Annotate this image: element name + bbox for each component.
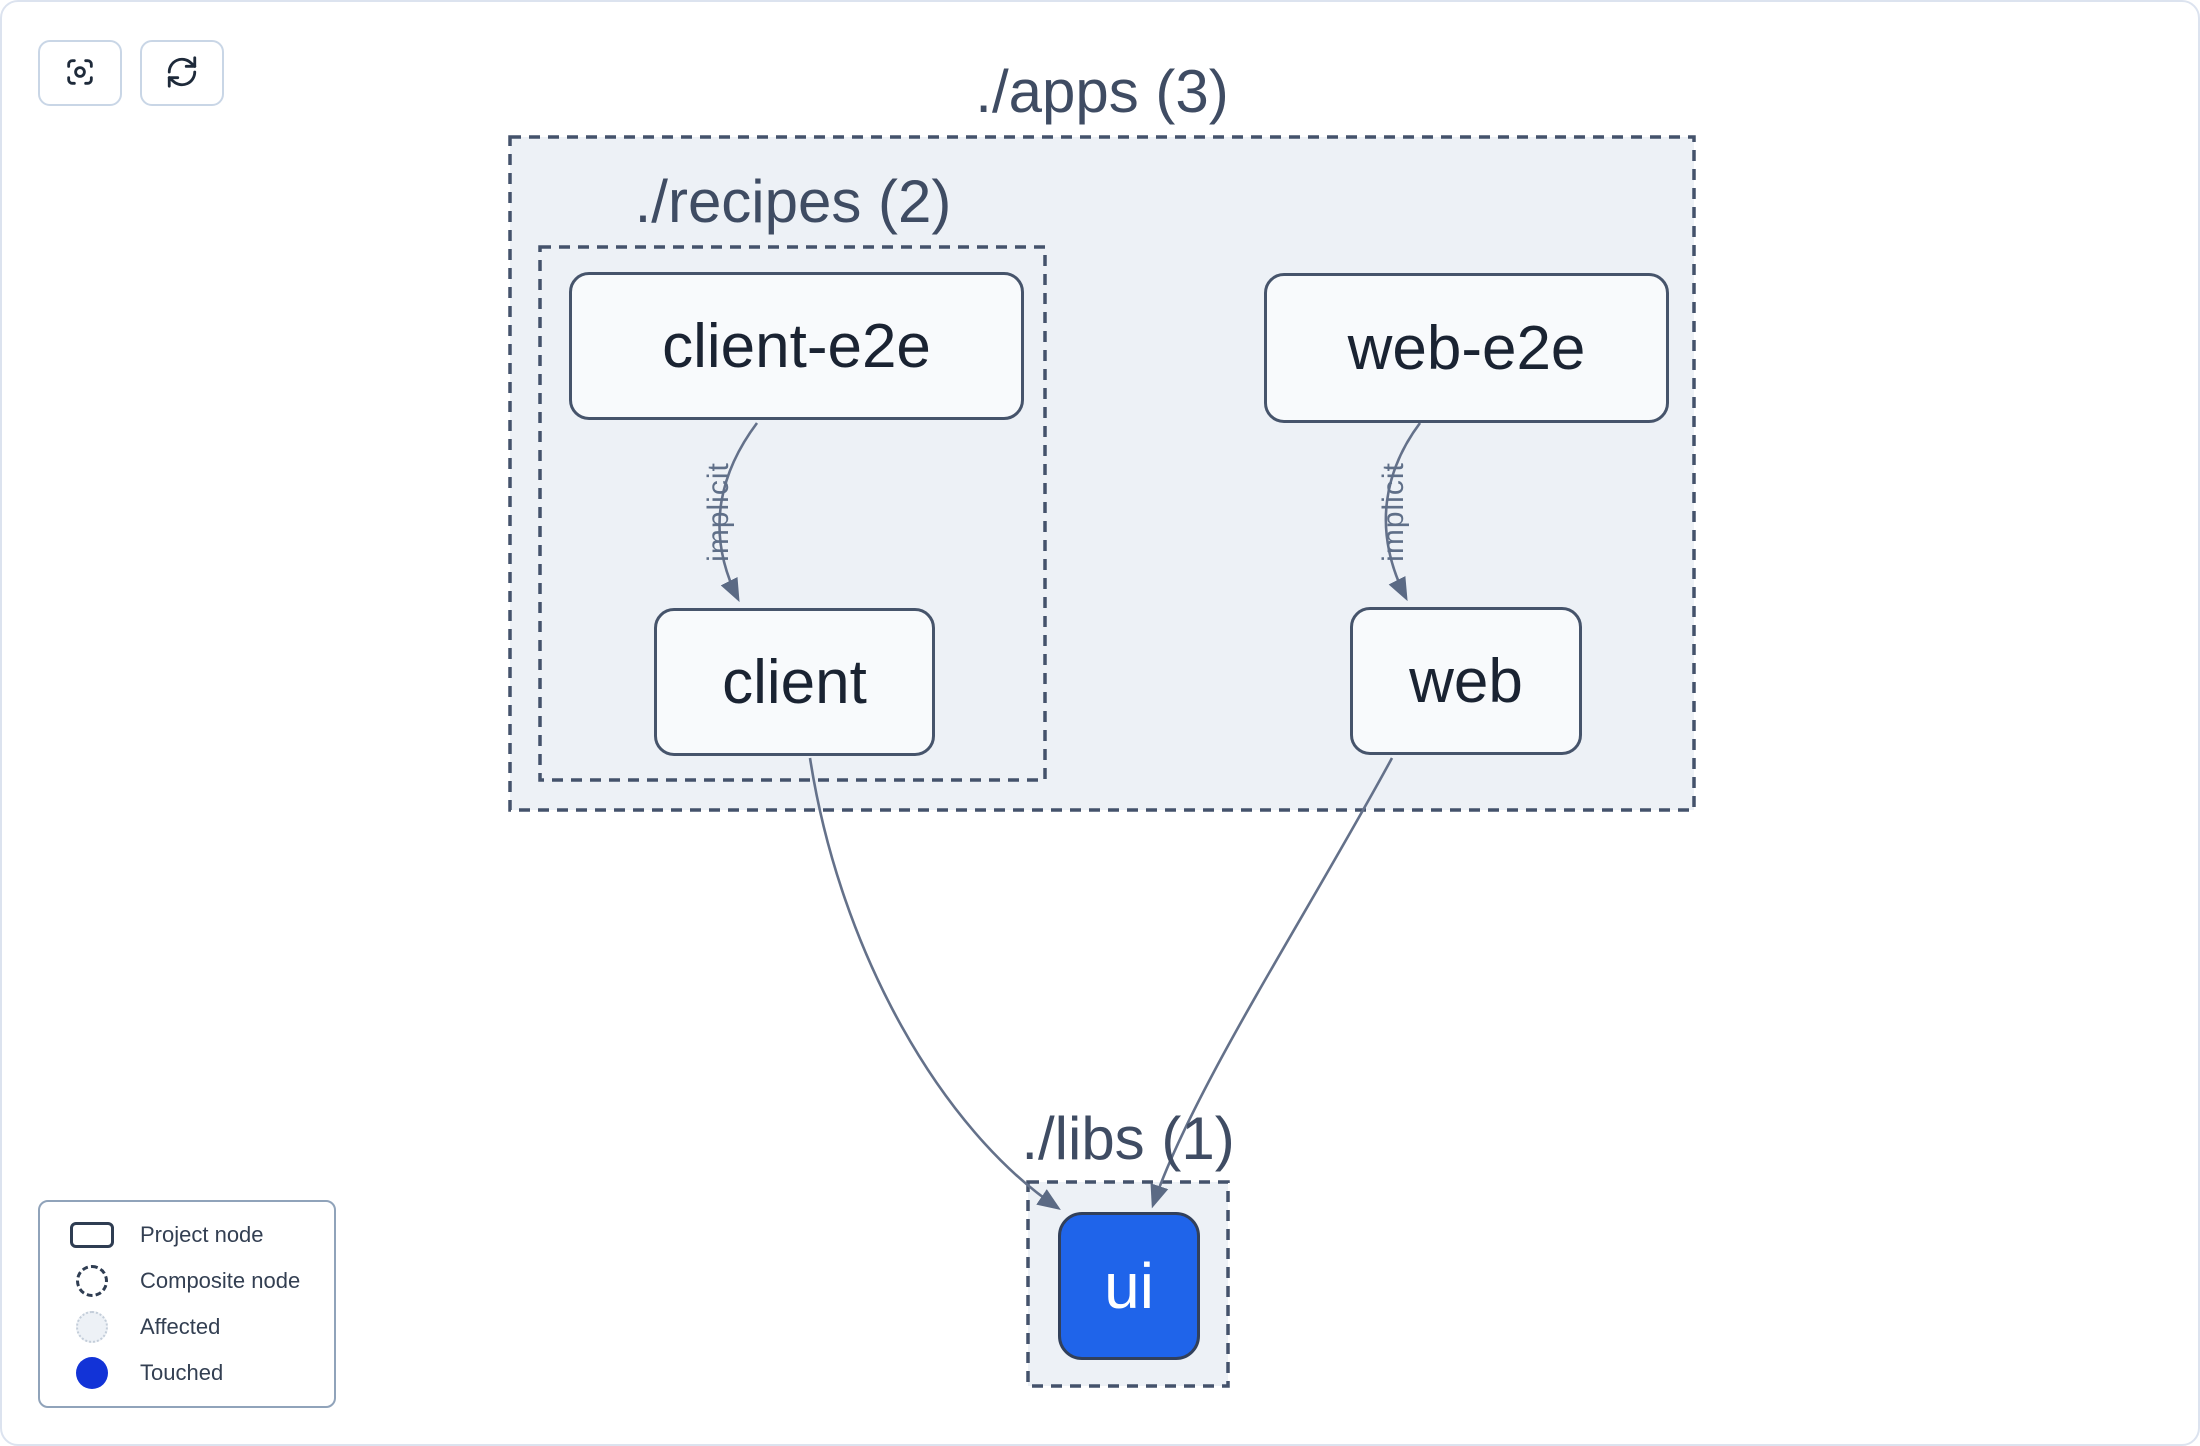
node-web-e2e[interactable]: web-e2e bbox=[1264, 273, 1669, 423]
legend-label: Composite node bbox=[140, 1268, 301, 1293]
toolbar bbox=[38, 40, 224, 106]
node-client-e2e[interactable]: client-e2e bbox=[569, 272, 1024, 420]
node-client[interactable]: client bbox=[654, 608, 935, 756]
group-label-apps[interactable]: ./apps (3) bbox=[975, 58, 1229, 125]
legend-label: Touched bbox=[140, 1360, 224, 1385]
edge-label-implicit-web: implicit bbox=[1377, 462, 1410, 562]
project-node-icon bbox=[70, 1222, 114, 1248]
edge-web-to-ui[interactable] bbox=[1150, 757, 1394, 1209]
edge-client-to-ui[interactable] bbox=[808, 757, 1061, 1210]
legend-label: Project node bbox=[140, 1222, 264, 1247]
node-web[interactable]: web bbox=[1350, 607, 1582, 755]
composite-node-icon bbox=[76, 1265, 108, 1297]
refresh-button[interactable] bbox=[140, 40, 224, 106]
legend-label: Affected bbox=[140, 1314, 221, 1339]
focus-center-button[interactable] bbox=[38, 40, 122, 106]
focus-crosshair-icon bbox=[63, 55, 97, 92]
legend-panel: Project node Composite node Affected Tou… bbox=[38, 1200, 336, 1408]
touched-icon bbox=[76, 1357, 108, 1389]
legend-item-touched: Touched bbox=[40, 1351, 334, 1395]
legend-item-composite-node: Composite node bbox=[40, 1259, 334, 1303]
legend-item-affected: Affected bbox=[40, 1305, 334, 1349]
refresh-icon bbox=[165, 55, 199, 92]
edge-label-implicit-client: implicit bbox=[702, 462, 735, 562]
edge-web-e2e-to-web[interactable] bbox=[1384, 422, 1422, 602]
affected-icon bbox=[76, 1311, 108, 1343]
legend-item-project-node: Project node bbox=[40, 1213, 334, 1257]
edge-client-e2e-to-client[interactable] bbox=[718, 422, 759, 603]
node-ui[interactable]: ui bbox=[1058, 1212, 1200, 1360]
group-label-libs[interactable]: ./libs (1) bbox=[1021, 1105, 1235, 1172]
group-label-recipes[interactable]: ./recipes (2) bbox=[634, 168, 952, 235]
